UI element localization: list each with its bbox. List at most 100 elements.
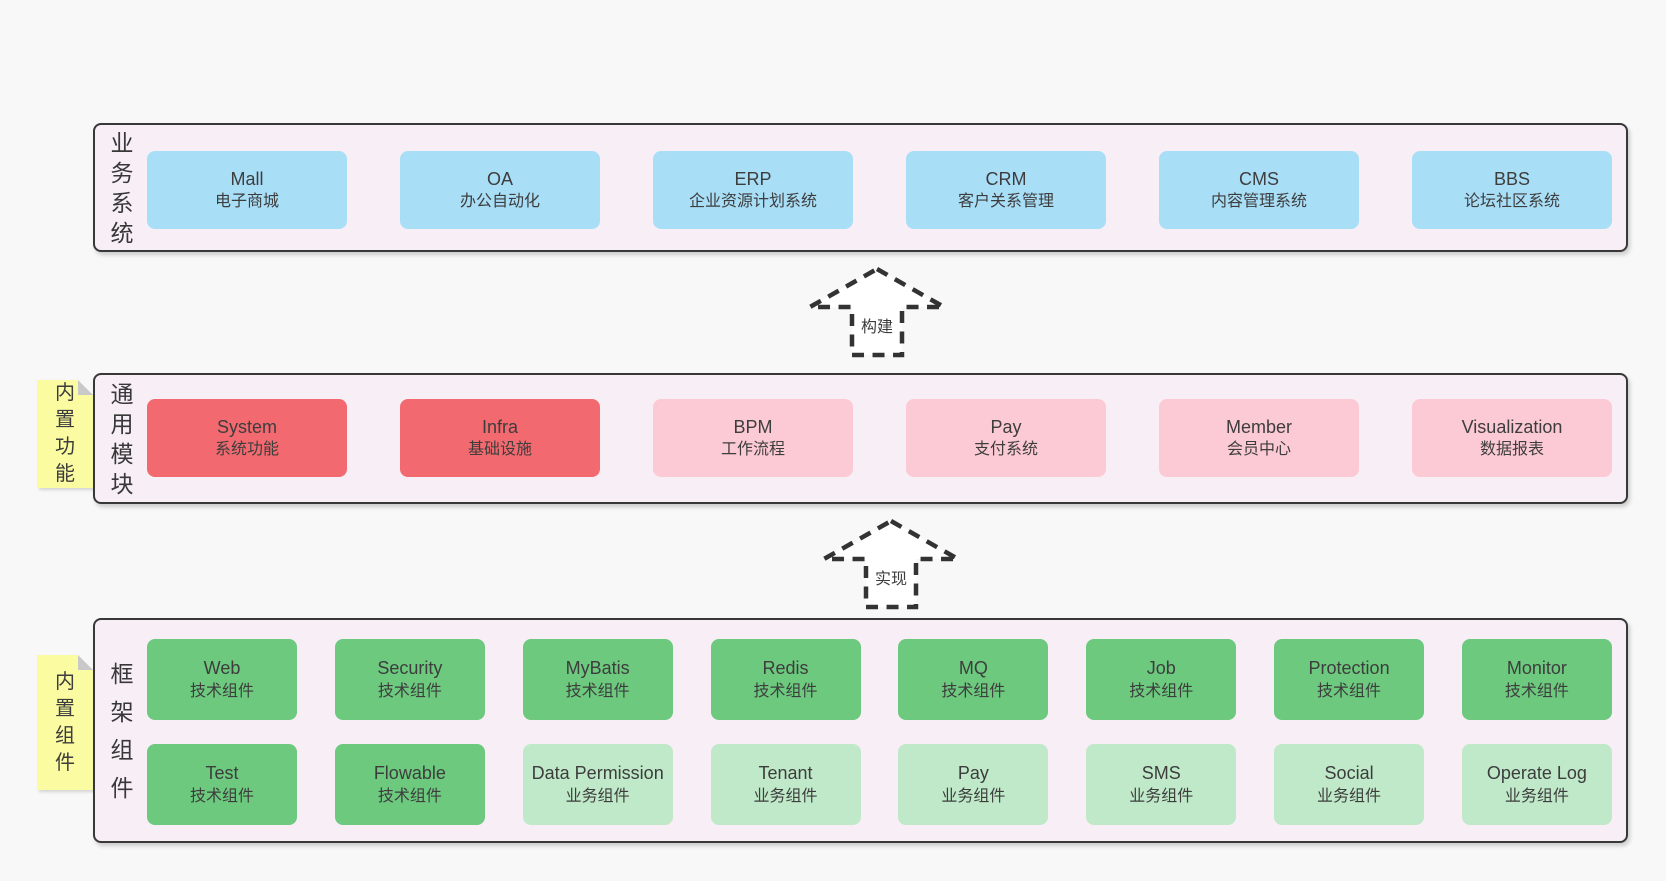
up-arrow-icon xyxy=(821,518,961,610)
module-box-monitor: Monitor 技术组件 xyxy=(1461,639,1612,720)
module-name: Infra xyxy=(481,416,519,437)
module-box-mybatis: MyBatis 技术组件 xyxy=(522,639,673,720)
module-subtitle: 系统功能 xyxy=(214,441,279,459)
module-name: MyBatis xyxy=(565,658,630,679)
module-subtitle: 业务组件 xyxy=(1129,787,1194,805)
module-name: Social xyxy=(1324,763,1374,784)
module-subtitle: 客户关系管理 xyxy=(957,193,1054,211)
module-name: Member xyxy=(1225,416,1292,437)
module-name: Web xyxy=(203,658,241,679)
module-name: Tenant xyxy=(758,763,813,784)
module-box-system: System 系统功能 xyxy=(147,399,347,477)
module-box-erp: ERP 企业资源计划系统 xyxy=(653,151,853,229)
module-box-infra: Infra 基础设施 xyxy=(400,399,600,477)
module-name: BPM xyxy=(733,416,773,437)
module-subtitle: 技术组件 xyxy=(565,682,630,700)
module-subtitle: 支付系统 xyxy=(973,441,1038,459)
build-arrow: 构建 xyxy=(807,266,947,358)
implement-arrow-label: 实现 xyxy=(871,565,911,589)
module-name: Redis xyxy=(762,658,809,679)
module-box-bbs: BBS 论坛社区系统 xyxy=(1412,151,1612,229)
module-name: Test xyxy=(205,763,239,784)
module-box-protection: Protection 技术组件 xyxy=(1274,639,1425,720)
band-common-modules: 通用模块 System 系统功能 Infra 基础设施 BPM 工作流程 Pay… xyxy=(93,373,1628,504)
module-subtitle: 技术组件 xyxy=(753,682,818,700)
module-subtitle: 会员中心 xyxy=(1226,441,1291,459)
sticky-note-builtin-components: 内置组件 xyxy=(37,655,93,790)
module-name: Data Permission xyxy=(531,763,664,784)
module-subtitle: 业务组件 xyxy=(1504,787,1569,805)
module-subtitle: 技术组件 xyxy=(189,787,254,805)
module-box-data-permission: Data Permission 业务组件 xyxy=(522,744,673,825)
sticky-note-label: 内置功能 xyxy=(55,382,75,485)
module-box-operate-log: Operate Log 业务组件 xyxy=(1461,744,1612,825)
module-subtitle: 电子商城 xyxy=(214,193,279,211)
module-name: Mall xyxy=(230,168,264,189)
box-row: Test 技术组件 Flowable 技术组件 Data Permission … xyxy=(147,744,1612,825)
module-subtitle: 技术组件 xyxy=(1317,682,1382,700)
module-box-pay: Pay 支付系统 xyxy=(906,399,1106,477)
module-subtitle: 业务组件 xyxy=(565,787,630,805)
module-name: Pay xyxy=(990,416,1022,437)
module-subtitle: 数据报表 xyxy=(1479,441,1544,459)
module-box-pay: Pay 业务组件 xyxy=(898,744,1049,825)
band-label-framework-components: 框架组件 xyxy=(110,660,134,801)
module-subtitle: 业务组件 xyxy=(941,787,1006,805)
module-box-member: Member 会员中心 xyxy=(1159,399,1359,477)
module-box-bpm: BPM 工作流程 xyxy=(653,399,853,477)
up-arrow-icon xyxy=(807,266,947,358)
box-row: Mall 电子商城 OA 办公自动化 ERP 企业资源计划系统 CRM 客户关系… xyxy=(147,151,1612,229)
module-box-social: Social 业务组件 xyxy=(1274,744,1425,825)
module-name: CMS xyxy=(1239,168,1279,189)
module-subtitle: 论坛社区系统 xyxy=(1463,193,1560,211)
module-box-redis: Redis 技术组件 xyxy=(710,639,861,720)
module-subtitle: 技术组件 xyxy=(941,682,1006,700)
band-label-business-systems: 业务系统 xyxy=(110,129,134,246)
module-box-oa: OA 办公自动化 xyxy=(400,151,600,229)
module-box-mq: MQ 技术组件 xyxy=(898,639,1049,720)
box-row: System 系统功能 Infra 基础设施 BPM 工作流程 Pay 支付系统… xyxy=(147,399,1612,477)
module-box-mall: Mall 电子商城 xyxy=(147,151,347,229)
module-name: OA xyxy=(486,168,513,189)
module-subtitle: 技术组件 xyxy=(1129,682,1194,700)
implement-arrow: 实现 xyxy=(821,518,961,610)
module-subtitle: 业务组件 xyxy=(753,787,818,805)
module-box-visualization: Visualization 数据报表 xyxy=(1412,399,1612,477)
module-name: ERP xyxy=(734,168,772,189)
module-subtitle: 技术组件 xyxy=(377,682,442,700)
sticky-note-label: 内置组件 xyxy=(55,670,75,774)
module-box-security: Security 技术组件 xyxy=(334,639,485,720)
module-name: Security xyxy=(377,658,443,679)
band-business-systems: 业务系统 Mall 电子商城 OA 办公自动化 ERP 企业资源计划系统 CRM… xyxy=(93,123,1628,252)
module-subtitle: 办公自动化 xyxy=(459,193,540,211)
module-name: Pay xyxy=(957,763,989,784)
module-name: Operate Log xyxy=(1486,763,1587,784)
module-box-tenant: Tenant 业务组件 xyxy=(710,744,861,825)
module-box-job: Job 技术组件 xyxy=(1086,639,1237,720)
module-subtitle: 内容管理系统 xyxy=(1210,193,1307,211)
module-subtitle: 技术组件 xyxy=(377,787,442,805)
module-name: Flowable xyxy=(373,763,446,784)
module-name: MQ xyxy=(958,658,988,679)
band-framework-components: 框架组件 Web 技术组件 Security 技术组件 MyBatis 技术组件… xyxy=(93,618,1628,843)
module-name: BBS xyxy=(1493,168,1531,189)
build-arrow-label: 构建 xyxy=(857,313,897,337)
sticky-note-builtin-features: 内置功能 xyxy=(37,380,93,488)
band-label-common-modules: 通用模块 xyxy=(110,380,134,497)
module-box-web: Web 技术组件 xyxy=(147,639,297,720)
module-name: Job xyxy=(1146,658,1176,679)
module-box-crm: CRM 客户关系管理 xyxy=(906,151,1106,229)
module-subtitle: 工作流程 xyxy=(720,441,785,459)
module-subtitle: 技术组件 xyxy=(1504,682,1569,700)
module-subtitle: 基础设施 xyxy=(467,441,532,459)
module-box-test: Test 技术组件 xyxy=(147,744,297,825)
module-name: Monitor xyxy=(1506,658,1567,679)
box-row: Web 技术组件 Security 技术组件 MyBatis 技术组件 Redi… xyxy=(147,639,1612,720)
module-name: System xyxy=(216,416,277,437)
module-subtitle: 企业资源计划系统 xyxy=(688,193,817,211)
module-name: CRM xyxy=(985,168,1027,189)
module-subtitle: 业务组件 xyxy=(1317,787,1382,805)
module-name: Visualization xyxy=(1461,416,1563,437)
module-name: SMS xyxy=(1141,763,1181,784)
